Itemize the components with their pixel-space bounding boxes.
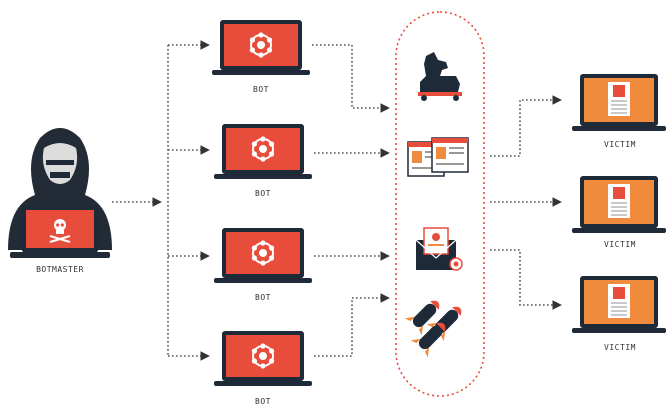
bot-network-icon [213, 227, 313, 284]
missiles-icon [404, 300, 462, 358]
bot-label: BOT [255, 189, 271, 198]
bot-label: BOT [253, 85, 269, 94]
attack-vectors-capsule [395, 11, 485, 397]
botmaster-figure: BOTMASTER [8, 128, 112, 274]
victim-label: VICTIM [604, 140, 636, 149]
bot-label: BOT [255, 397, 271, 406]
trojan-horse-icon [418, 52, 462, 101]
victim-2: VICTIM [572, 176, 666, 249]
bot-1: BOT [211, 19, 311, 94]
bot-label: BOT [255, 293, 271, 302]
victim-1: VICTIM [572, 74, 666, 149]
victim-user-icon [572, 276, 666, 333]
bot-network-icon [213, 330, 313, 387]
bot-network-icon [211, 19, 311, 76]
victim-user-icon [572, 74, 666, 131]
malicious-web-page-icon [407, 137, 469, 177]
hacker-icon [8, 128, 112, 258]
victim-3: VICTIM [572, 276, 666, 352]
bot-network-icon [213, 123, 313, 180]
bot-connectors [312, 44, 390, 357]
botmaster-label: BOTMASTER [36, 265, 84, 274]
bot-2: BOT [213, 123, 313, 198]
bot-3: BOT [213, 227, 313, 302]
victim-connectors [490, 95, 562, 310]
bot-4: BOT [213, 330, 313, 406]
botmaster-connectors [112, 40, 210, 361]
victim-user-icon [572, 176, 666, 233]
victim-label: VICTIM [604, 240, 636, 249]
victim-label: VICTIM [604, 343, 636, 352]
phishing-email-icon [415, 227, 463, 271]
